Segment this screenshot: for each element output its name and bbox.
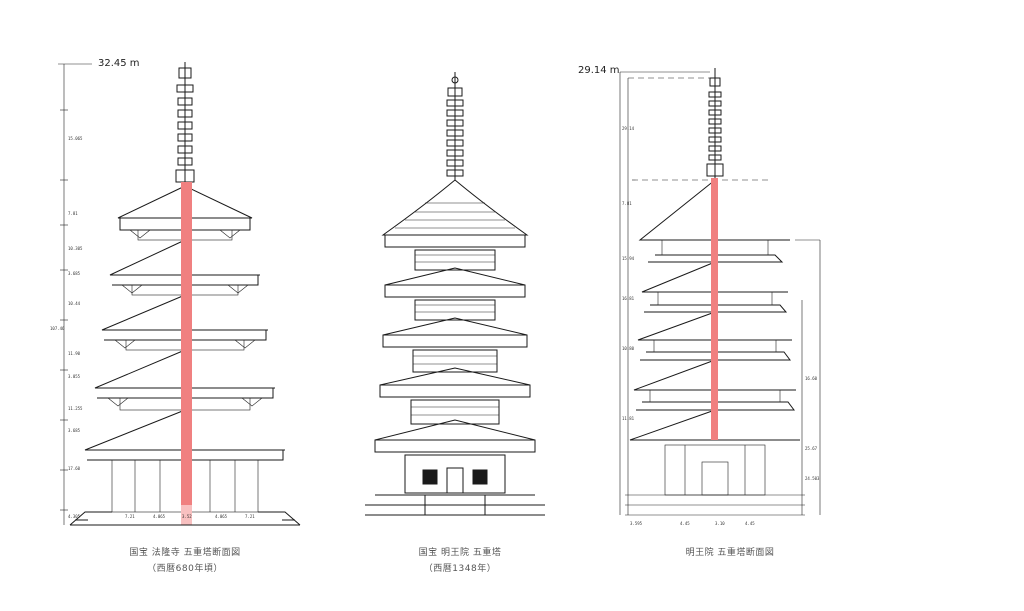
central-pillar-highlight xyxy=(711,178,718,440)
myooin-section-caption: 明王院 五重塔断面図 xyxy=(630,545,830,561)
horyuji-section-diagram: 32.45 m xyxy=(40,0,330,611)
svg-text:29.14: 29.14 xyxy=(622,126,635,131)
svg-text:3.055: 3.055 xyxy=(68,374,81,379)
myooin-elevation-diagram: 国宝 明王院 五重塔 （西暦1348年） xyxy=(355,0,565,611)
svg-text:4.45: 4.45 xyxy=(745,521,755,526)
total-height-label: 32.45 m xyxy=(98,58,140,69)
svg-text:11.255: 11.255 xyxy=(68,406,83,411)
svg-text:3.52: 3.52 xyxy=(182,514,192,519)
svg-text:7.21: 7.21 xyxy=(245,514,255,519)
svg-text:4.065: 4.065 xyxy=(215,514,228,519)
svg-text:7.21: 7.21 xyxy=(125,514,135,519)
svg-text:3.685: 3.685 xyxy=(68,428,81,433)
svg-text:16.81: 16.81 xyxy=(622,296,635,301)
horyuji-caption-date: （西暦680年頃） xyxy=(147,564,223,574)
svg-text:3.10: 3.10 xyxy=(715,521,725,526)
svg-text:4.305: 4.305 xyxy=(68,514,81,519)
svg-text:10.80: 10.80 xyxy=(622,346,635,351)
myooin-pagoda-elevation-drawing xyxy=(365,72,545,516)
svg-text:4.45: 4.45 xyxy=(680,521,690,526)
svg-text:24.503: 24.503 xyxy=(805,476,820,481)
svg-text:11.90: 11.90 xyxy=(68,351,81,356)
total-height-label: 29.14 m xyxy=(578,65,620,76)
myooin-section-diagram: 29.14 m xyxy=(570,0,840,611)
svg-text:16.60: 16.60 xyxy=(805,376,818,381)
svg-text:7.81: 7.81 xyxy=(68,211,78,216)
svg-text:107.46: 107.46 xyxy=(50,326,65,331)
svg-text:15.065: 15.065 xyxy=(68,136,83,141)
myooin-section-caption-title: 明王院 五重塔断面図 xyxy=(685,548,775,558)
central-pillar-highlight xyxy=(181,182,192,507)
svg-text:3.595: 3.595 xyxy=(630,521,643,526)
svg-text:17.60: 17.60 xyxy=(68,466,81,471)
horyuji-pagoda-drawing: 15.065 7.81 10.305 3.685 10.44 11.90 3.055 1… xyxy=(50,62,301,526)
myooin-pagoda-section-drawing: 29.14 7.81 15.94 16.81 10.80 11.81 16.60 25.… xyxy=(619,68,821,526)
svg-text:4.065: 4.065 xyxy=(153,514,166,519)
svg-text:7.81: 7.81 xyxy=(622,201,632,206)
svg-text:15.94: 15.94 xyxy=(622,256,635,261)
svg-text:25.67: 25.67 xyxy=(805,446,818,451)
myooin-caption-date: （西暦1348年） xyxy=(423,564,497,574)
horyuji-caption-title: 国宝 法隆寺 五重塔断面図 xyxy=(129,548,241,558)
svg-text:10.44: 10.44 xyxy=(68,301,81,306)
svg-text:10.305: 10.305 xyxy=(68,246,83,251)
svg-text:11.81: 11.81 xyxy=(622,416,635,421)
myooin-caption: 国宝 明王院 五重塔 （西暦1348年） xyxy=(360,545,560,577)
svg-text:3.685: 3.685 xyxy=(68,271,81,276)
horyuji-caption: 国宝 法隆寺 五重塔断面図 （西暦680年頃） xyxy=(85,545,285,577)
myooin-caption-title: 国宝 明王院 五重塔 xyxy=(418,548,502,558)
